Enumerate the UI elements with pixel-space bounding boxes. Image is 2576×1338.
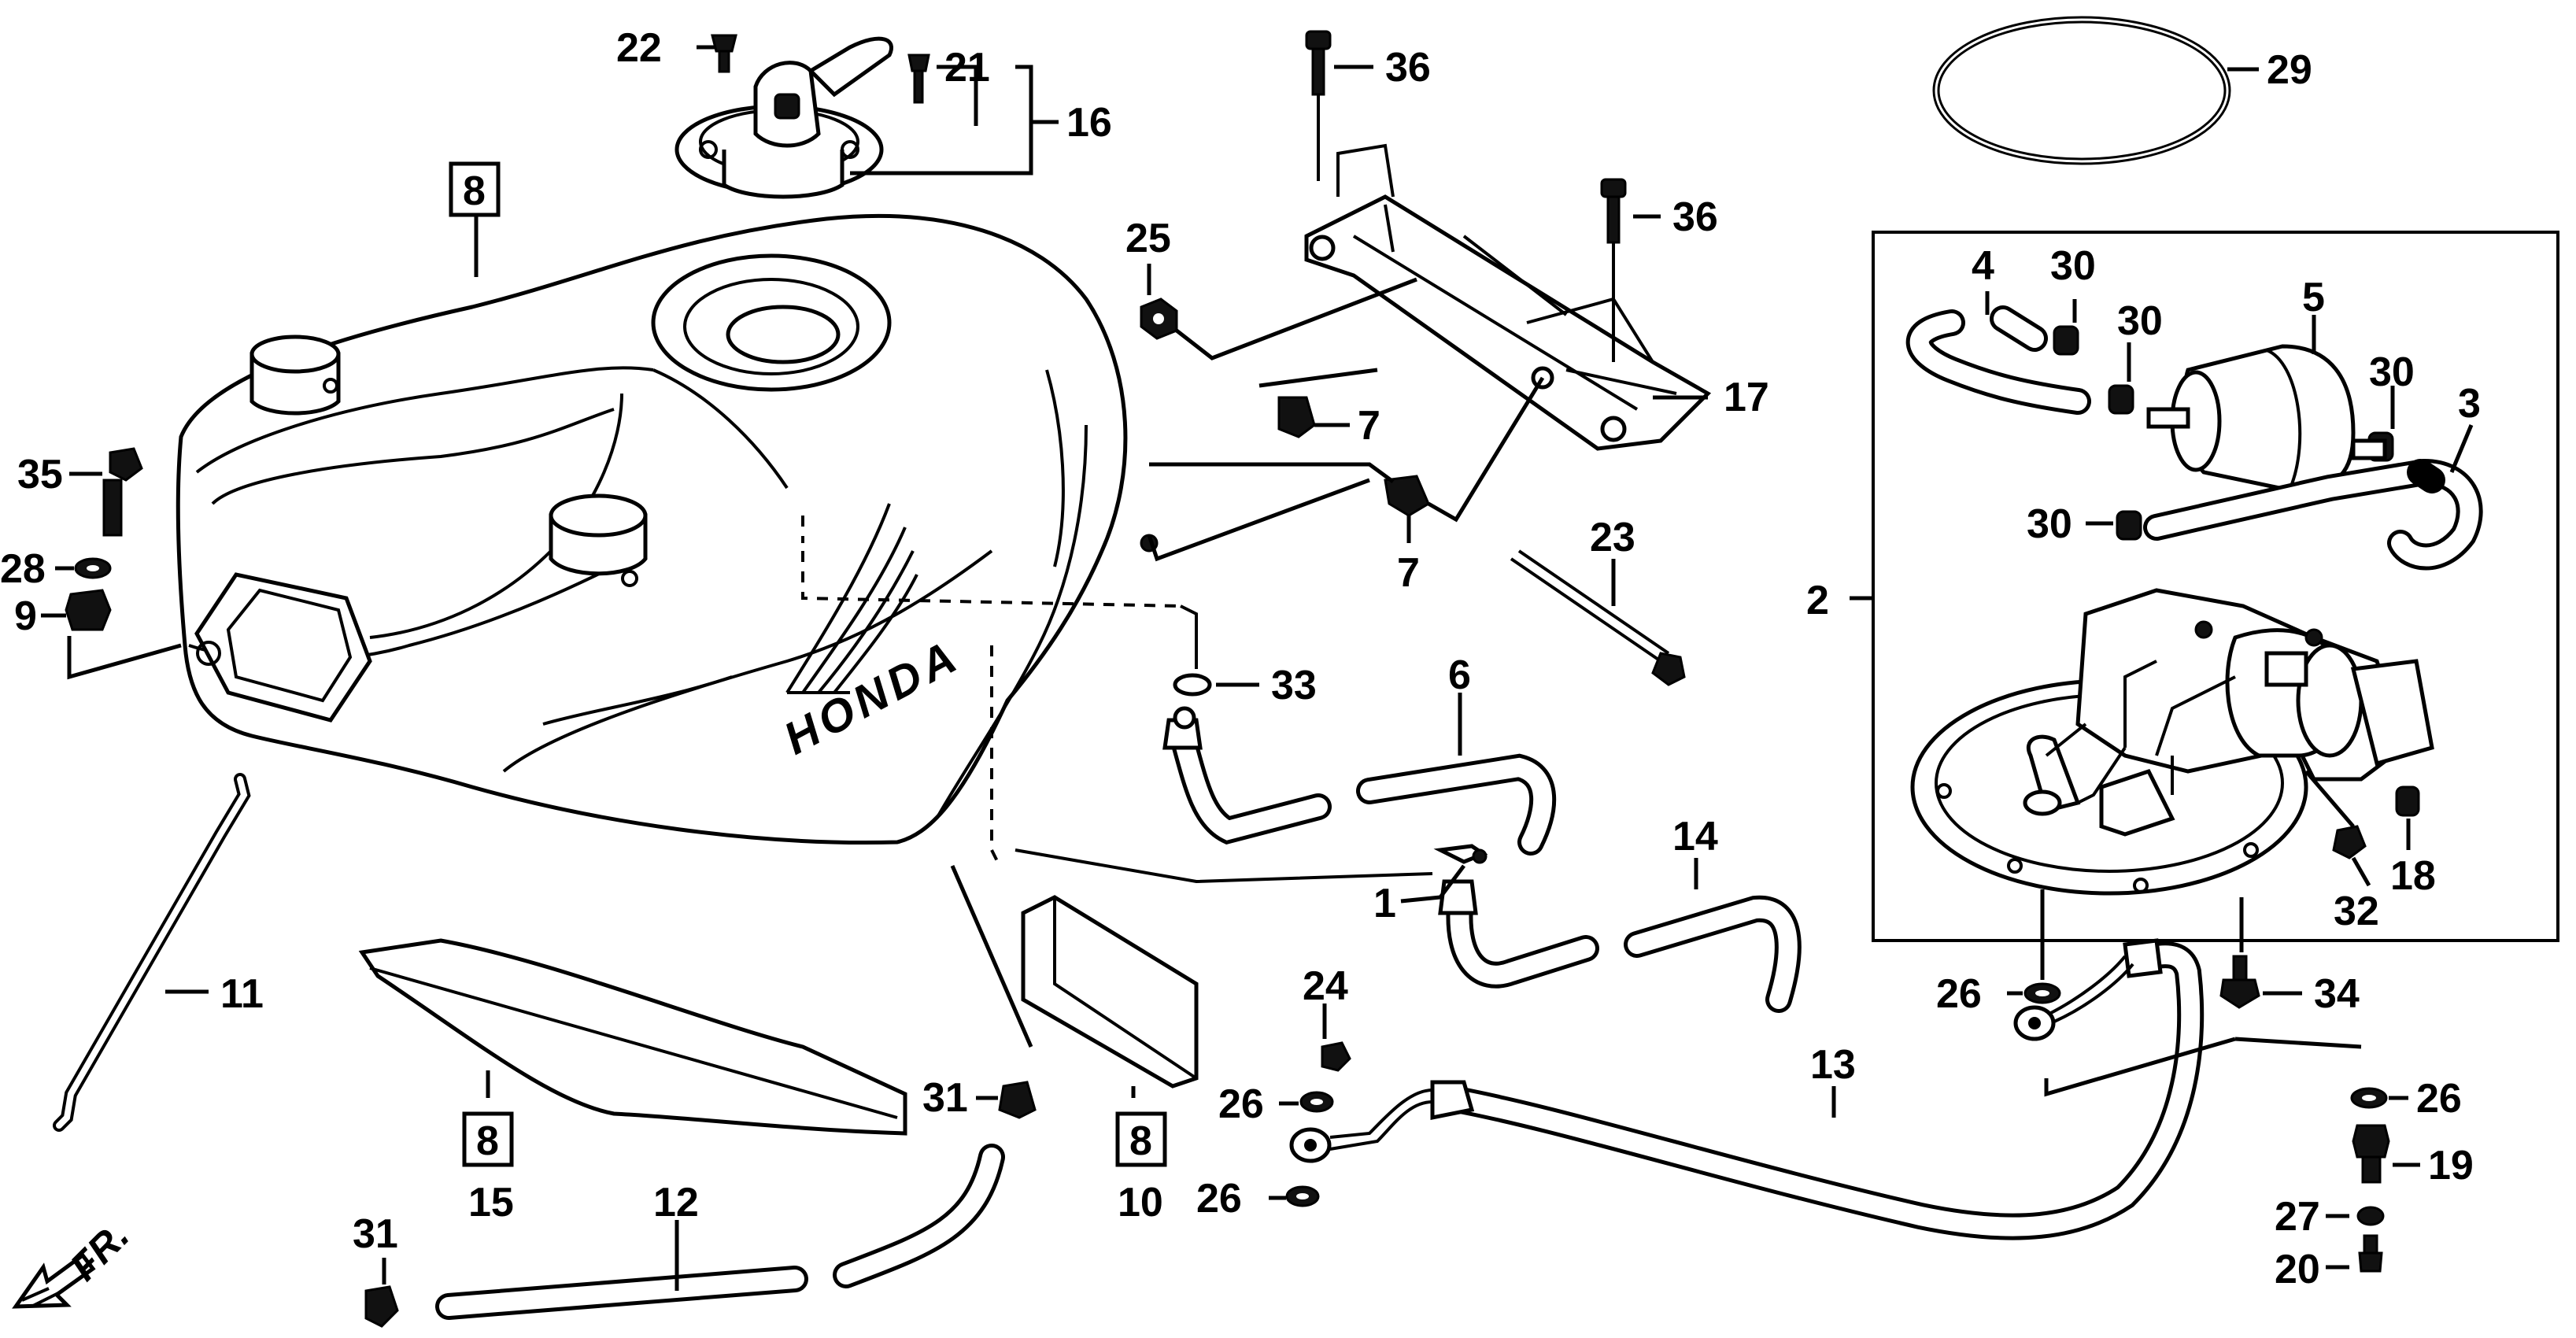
washer-24 (1321, 1041, 1351, 1072)
callout-8-a: 8 (463, 168, 486, 214)
callout-24: 24 (1303, 963, 1348, 1009)
nut-25 (1140, 298, 1178, 340)
callout-36-b: 36 (1672, 194, 1718, 240)
callout-10: 10 (1118, 1180, 1163, 1225)
fuel-hose-4 (1905, 305, 2091, 415)
callout-31-a: 31 (353, 1211, 398, 1257)
fuel-pump-unit (1910, 588, 2434, 896)
callout-27: 27 (2275, 1194, 2320, 1240)
callout-8-b: 8 (476, 1118, 499, 1164)
callout-25: 25 (1125, 216, 1171, 261)
tank-pad-10 (1021, 895, 1199, 1089)
screw-20 (2358, 1234, 2383, 1273)
washer-27 (2356, 1206, 2385, 1226)
fuel-line-13 (1289, 938, 2205, 1240)
clip-31-a (364, 1285, 399, 1328)
callout-34: 34 (2314, 971, 2360, 1017)
breather-hose-6 (1162, 706, 1557, 856)
callout-4: 4 (1972, 243, 1994, 289)
callout-5: 5 (2302, 275, 2325, 320)
bolt-36-b (1600, 178, 1627, 362)
tank-pad-15 (358, 938, 907, 1136)
washer-26-a (1299, 1091, 1334, 1113)
callout-15: 15 (468, 1180, 514, 1225)
callout-11: 11 (220, 971, 264, 1017)
grommet-18 (2395, 785, 2420, 817)
callout-26-d: 26 (2416, 1076, 2462, 1122)
callout-30-a: 30 (2050, 243, 2096, 289)
grommet-7-a (1277, 396, 1316, 438)
callout-12: 12 (653, 1180, 699, 1225)
callout-1: 1 (1373, 881, 1396, 926)
fuel-filler-cap (674, 36, 893, 199)
fuel-filter-5 (2146, 344, 2387, 494)
callout-9: 9 (14, 593, 37, 639)
o-ring-29 (1932, 16, 2231, 165)
ref-box-8-a (449, 161, 501, 217)
callout-19: 19 (2428, 1143, 2474, 1188)
callout-7-a: 7 (1358, 403, 1380, 449)
callout-13: 13 (1810, 1042, 1856, 1088)
screw-22 (711, 34, 737, 73)
callout-35: 35 (17, 452, 63, 497)
hose-joint-33 (1173, 673, 1212, 697)
front-direction-arrow (12, 1252, 96, 1309)
callout-8-c: 8 (1129, 1118, 1152, 1164)
callout-33: 33 (1271, 663, 1317, 708)
fuel-tank: HONDA (176, 213, 1159, 845)
tank-stay-rod (53, 773, 251, 1132)
callout-22: 22 (616, 25, 662, 71)
callout-20: 20 (2275, 1247, 2320, 1292)
grommet-7-b (1384, 475, 1430, 517)
tank-rear-bracket (1304, 143, 1712, 451)
clip-30-d (2116, 510, 2142, 541)
ref-box-8-c (1115, 1111, 1167, 1167)
hose-clip-1 (1433, 844, 1488, 864)
callout-26-c: 26 (1936, 971, 1982, 1017)
drain-tube-12 (435, 1144, 1005, 1320)
breather-hose-14 (1438, 879, 1802, 1013)
callout-32: 32 (2334, 889, 2379, 934)
clip-30-a (2053, 325, 2079, 356)
callout-14: 14 (1672, 814, 1718, 859)
callout-23: 23 (1590, 515, 1635, 560)
ref-box-8-b (462, 1111, 514, 1167)
callout-26-a: 26 (1218, 1081, 1264, 1127)
fuel-hose-3 (2143, 458, 2483, 571)
washer-26-c (2023, 982, 2061, 1004)
washer-28 (74, 557, 112, 579)
fuel-pump-assembly-frame (1850, 231, 2559, 942)
callout-2: 2 (1806, 578, 1829, 623)
bolt-19 (2352, 1124, 2390, 1184)
callout-21: 21 (944, 45, 990, 91)
callout-26-b: 26 (1196, 1176, 1242, 1222)
bolt-34 (2219, 955, 2260, 1009)
screw-32 (2332, 825, 2367, 859)
nut-9 (65, 589, 112, 631)
clip-31-b (998, 1081, 1037, 1119)
screw-21 (907, 54, 930, 104)
callout-6: 6 (1448, 652, 1471, 698)
callout-28: 28 (0, 546, 46, 592)
callout-30-b: 30 (2117, 298, 2163, 344)
callout-31-b: 31 (922, 1075, 968, 1121)
callout-3: 3 (2458, 381, 2481, 427)
washer-26-b (1285, 1185, 1320, 1207)
callout-16: 16 (1066, 100, 1112, 146)
callout-29: 29 (2267, 47, 2312, 93)
callout-36-a: 36 (1385, 45, 1431, 91)
washer-26-d (2350, 1087, 2388, 1109)
bolt-36-a (1305, 30, 1332, 181)
clip-30-b (2108, 384, 2134, 415)
bolt-35 (102, 447, 143, 537)
callout-18: 18 (2390, 853, 2436, 899)
callout-7-b: 7 (1397, 550, 1420, 596)
callout-30-d: 30 (2027, 501, 2072, 547)
bolt-23 (1510, 549, 1686, 686)
callout-30-c: 30 (2369, 349, 2415, 395)
callout-17: 17 (1724, 375, 1769, 420)
